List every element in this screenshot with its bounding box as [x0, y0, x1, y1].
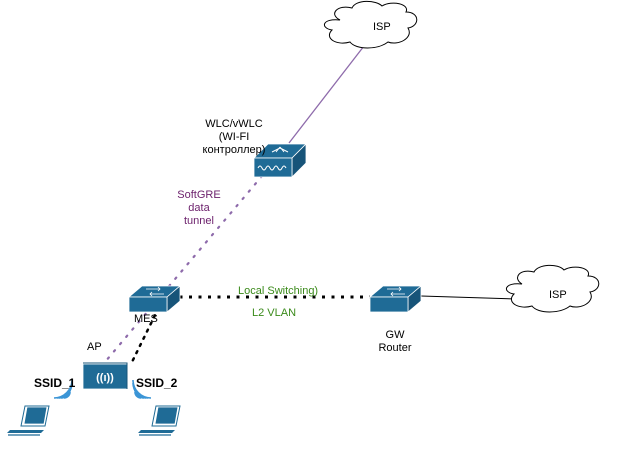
gw-router-label: GW Router — [373, 329, 417, 355]
laptop-icon-1[interactable] — [7, 405, 50, 436]
ssid-2-label: SSID_2 — [136, 376, 178, 390]
isp-right-label: ISP — [549, 289, 567, 301]
gw-label-line1: GW — [385, 329, 405, 341]
softgre-label-line3: tunnel — [184, 215, 214, 227]
softgre-label-line1: SoftGRE — [177, 189, 221, 201]
wlc-label-line3: контроллер) — [202, 144, 266, 156]
isp-top-label: ISP — [373, 21, 391, 33]
wifi-signal-icon-ssid2 — [132, 379, 152, 399]
isp-cloud-top — [324, 0, 418, 49]
local-switching-label: Local Switching) — [238, 285, 319, 297]
mes-switch-icon[interactable] — [127, 285, 182, 313]
gw-label-line2: Router — [378, 342, 412, 354]
ap-label: AP — [87, 341, 102, 353]
wlc-controller-icon[interactable] — [253, 143, 307, 178]
softgre-label-line2: data — [188, 202, 210, 214]
svg-text:((ı)): ((ı)) — [96, 372, 114, 384]
wlc-label-line1: WLC/vWLC — [205, 118, 263, 130]
gw-router-icon[interactable] — [368, 285, 423, 313]
mes-label: MES — [134, 313, 158, 325]
link-mes-ap — [129, 299, 164, 366]
isp-cloud-right — [506, 264, 600, 313]
l2-vlan-label: L2 VLAN — [252, 307, 297, 319]
access-point-icon[interactable]: ((ı)) — [82, 362, 128, 390]
ssid-1-label: SSID_1 — [34, 376, 76, 390]
wlc-label-line2: (WI-FI — [218, 131, 250, 143]
link-softgre-tunnel — [103, 174, 264, 364]
link-wlc-isp — [288, 45, 365, 144]
link-gw-isp — [420, 295, 519, 300]
softgre-label: SoftGRE data tunnel — [176, 189, 222, 228]
laptop-icon-2[interactable] — [138, 405, 181, 436]
wlc-label: WLC/vWLC (WI-FI контроллер) — [195, 118, 273, 157]
wifi-signal-icon-ssid1 — [53, 379, 73, 399]
